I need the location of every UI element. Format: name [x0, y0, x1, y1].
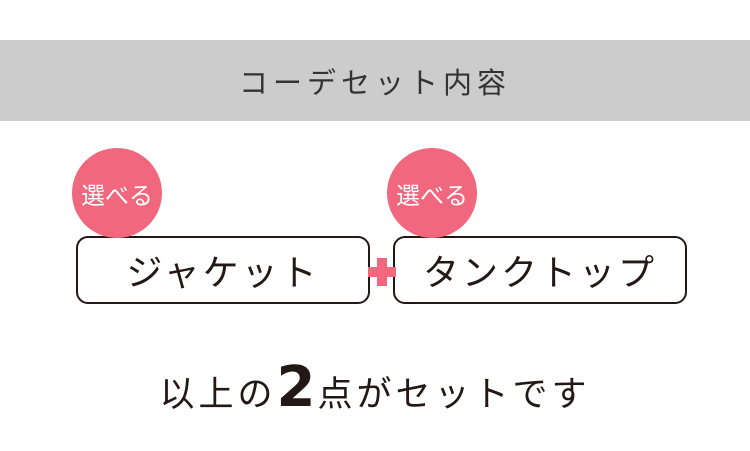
- set-summary: 以上の2点がセットです: [0, 355, 750, 420]
- selectable-badge: 選べる: [72, 148, 162, 238]
- selectable-badge: 選べる: [387, 148, 477, 238]
- summary-suffix: 点がセットです: [317, 375, 591, 415]
- summary-count: 2: [276, 355, 318, 420]
- item-box-jacket: ジャケット: [76, 236, 370, 304]
- item-label: タンクトップ: [422, 253, 657, 294]
- badge-label: 選べる: [396, 181, 468, 210]
- header-title: コーデセット内容: [238, 65, 511, 100]
- badge-label: 選べる: [81, 181, 153, 210]
- section-header: コーデセット内容: [0, 40, 750, 121]
- item-label: ジャケット: [126, 253, 320, 294]
- summary-prefix: 以上の: [159, 375, 277, 415]
- plus-icon: [368, 258, 396, 286]
- item-box-tanktop: タンクトップ: [393, 236, 687, 304]
